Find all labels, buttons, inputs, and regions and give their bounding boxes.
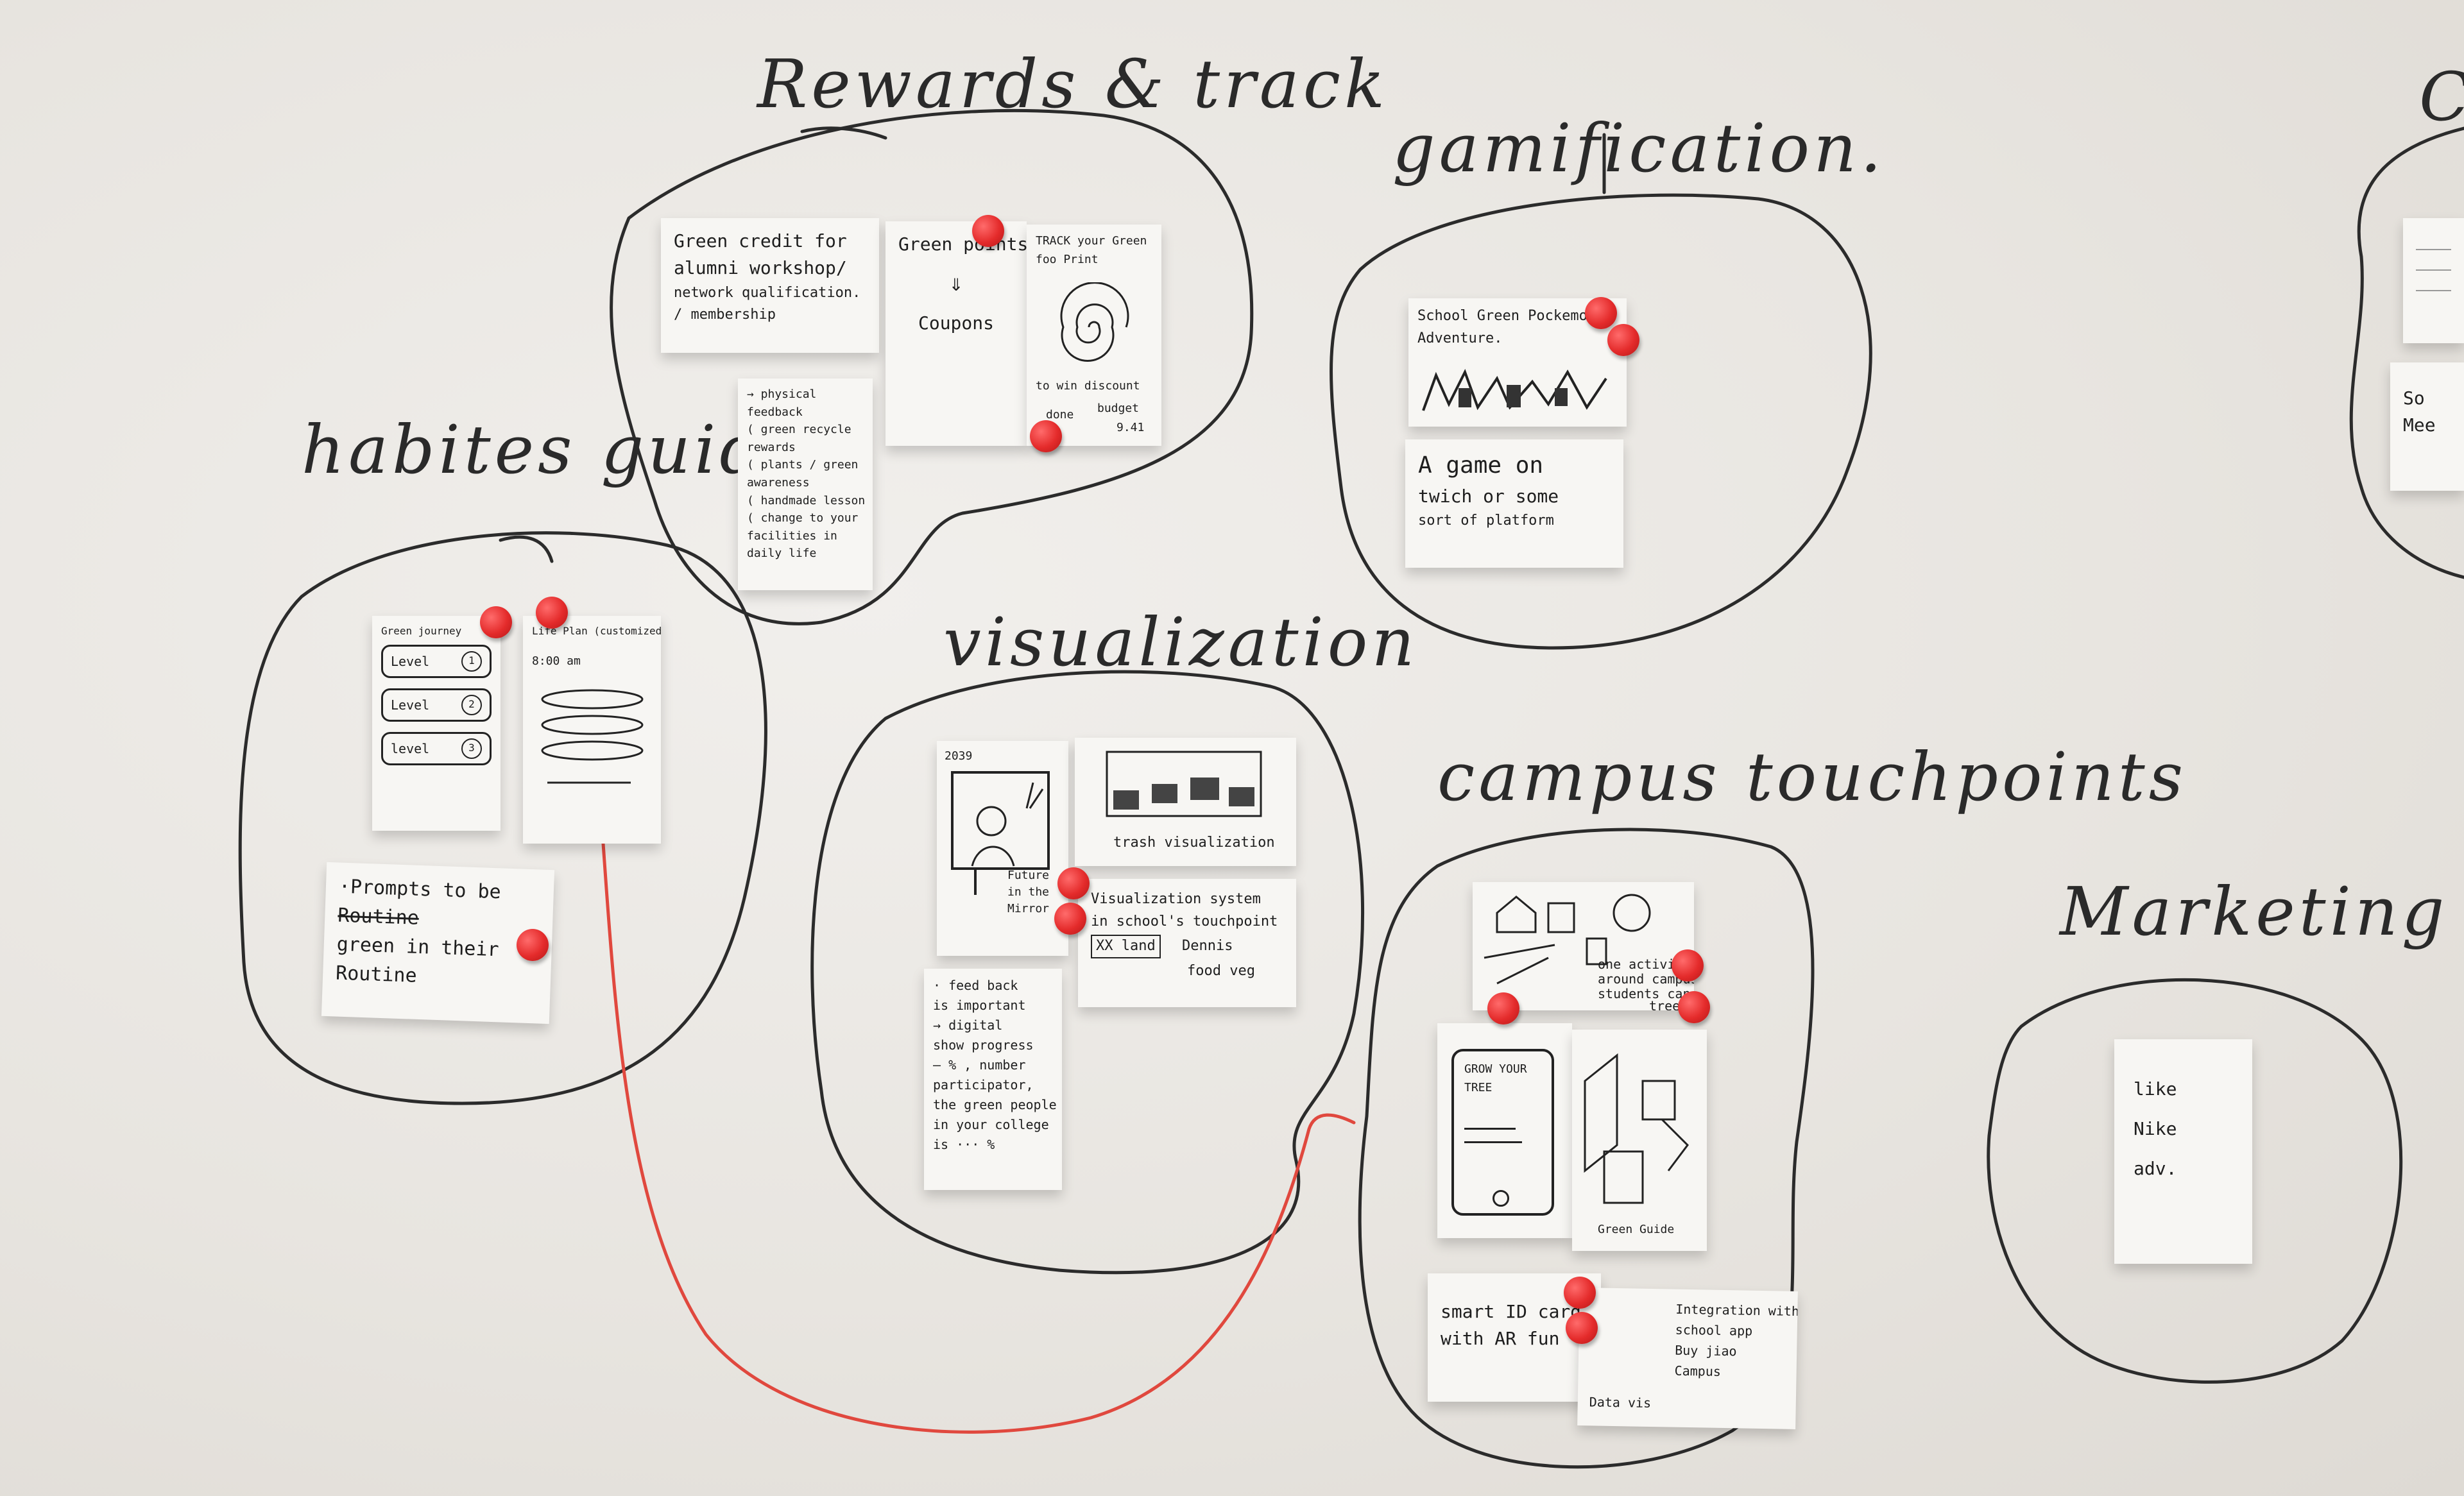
note-visualization-system: Visualization system in school's touchpo… — [1078, 879, 1296, 1007]
trash-sketch — [1106, 751, 1262, 817]
heading-marketing: Marketing — [2060, 872, 2449, 951]
heading-habits-guide: habites guid — [302, 411, 766, 489]
habits-cluster-outline — [238, 531, 767, 1105]
red-connector-line — [601, 842, 1356, 1434]
magnet — [1672, 949, 1704, 982]
guide-sketch — [1584, 1053, 1689, 1204]
note-track-footprint: TRACK your Green foo Print to win discou… — [1027, 225, 1161, 446]
spiral-sketch — [1060, 282, 1129, 362]
note-one-activity: one activity around campus students can … — [1473, 882, 1694, 1010]
life-plan-sketch — [541, 689, 644, 784]
note-grow-your-tree: GROW YOUR TREE — [1437, 1023, 1572, 1238]
note-green-credit: Green credit for alumni workshop/ networ… — [661, 218, 879, 353]
note-school-app-integration: Integration with school app Buy jiao Cam… — [1577, 1288, 1798, 1429]
magnet — [1030, 420, 1062, 452]
visualization-cluster-outline — [810, 670, 1365, 1275]
heading-rewards-track: Rewards & track — [757, 45, 1389, 123]
heading-visualization: visualization — [943, 603, 1419, 681]
edge-cluster-outline — [2349, 126, 2464, 579]
magnet — [1054, 903, 1086, 935]
note-green-guide: Green Guide — [1572, 1030, 1707, 1251]
magnet — [1585, 297, 1617, 329]
heading-edge-cut: C — [2419, 58, 2464, 136]
magnet — [972, 215, 1004, 247]
note-trash-visualization: trash visualization — [1075, 738, 1296, 866]
note-feedback-important: · feed back is important → digital show … — [924, 969, 1062, 1190]
phone-sketch: GROW YOUR TREE — [1451, 1049, 1554, 1216]
note-life-plan: Life Plan (customized plan) 8:00 am — [523, 616, 661, 844]
heading-gamification: gamification. — [1392, 109, 1886, 187]
gamification-cluster-outline — [1330, 193, 1872, 650]
note-green-points: Green points ⇓ Coupons — [886, 221, 1027, 446]
magnet — [536, 597, 568, 629]
note-like-nike: like Nike adv. — [2114, 1039, 2252, 1264]
campus-cluster-outline — [1358, 828, 1815, 1469]
game-level-sketch — [1422, 368, 1607, 411]
rewards-cluster-outline — [610, 108, 1254, 625]
marketing-cluster-outline — [1987, 978, 2403, 1384]
note-physical-feedback: → physical feedback ( green recycle rewa… — [738, 378, 873, 590]
magnet — [1678, 991, 1710, 1023]
campus-map-sketch — [1484, 894, 1651, 985]
magnet — [1057, 867, 1090, 899]
note-game-on-twitch: A game on twich or some sort of platform — [1405, 439, 1623, 568]
heading-campus-touchpoints: campus touchpoints — [1437, 738, 2187, 816]
note-edge-lined — [2403, 218, 2464, 343]
magnet — [1566, 1312, 1598, 1344]
note-future-mirror: 2039 Future in the Mirror — [937, 741, 1068, 956]
magnet — [480, 606, 512, 638]
magnet — [1607, 324, 1639, 356]
mirror-sketch — [951, 771, 1050, 895]
magnet — [1564, 1277, 1596, 1309]
magnet — [1487, 992, 1519, 1024]
note-edge-cut: So Mee — [2390, 362, 2464, 491]
magnet — [517, 929, 549, 961]
